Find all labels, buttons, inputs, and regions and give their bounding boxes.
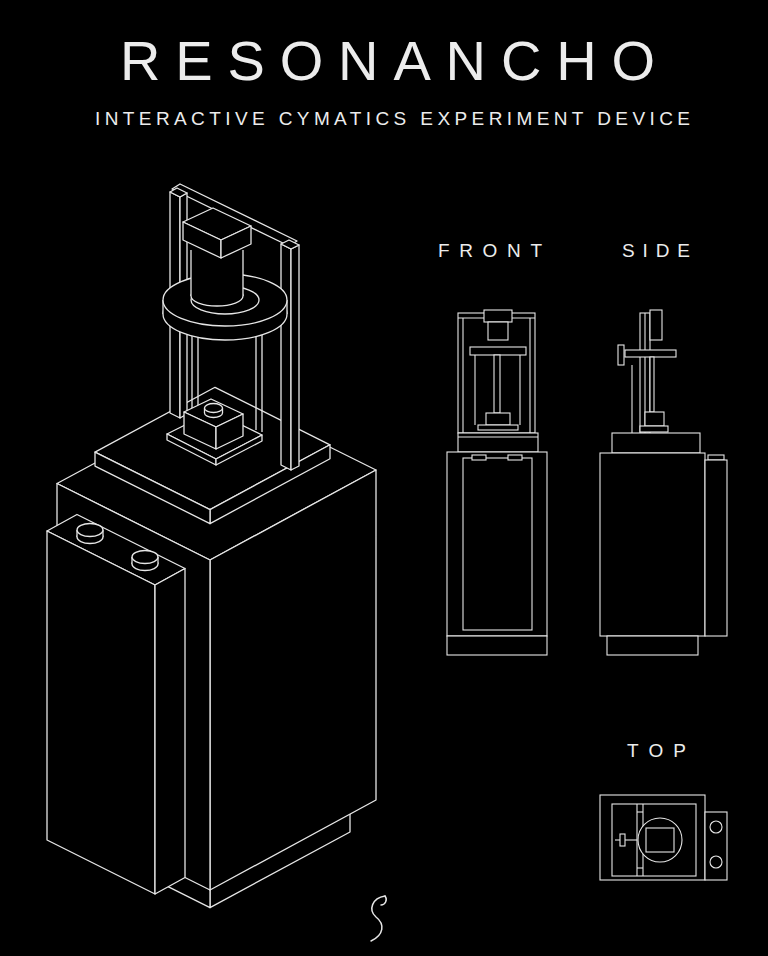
front-view-part: [478, 425, 518, 430]
device-isometric-part: [191, 250, 243, 296]
device-isometric-part: [242, 250, 243, 296]
device-isometric-part: [190, 250, 191, 296]
front-view-part: [529, 318, 530, 433]
top-view-part: [620, 834, 625, 846]
side-view-part: [618, 345, 624, 365]
side-view-part: [600, 453, 705, 636]
view-label: FRONT: [438, 241, 552, 260]
view-label: TOP: [627, 741, 696, 760]
side-view-part: [650, 357, 654, 412]
top-view-part: [646, 828, 674, 852]
title-text-holder: RESONANCHO: [120, 33, 670, 89]
front-view-part: [458, 433, 538, 452]
side-view: [600, 310, 727, 655]
device-isometric-part: [132, 551, 158, 564]
device-isometric-part: [170, 188, 187, 197]
device-isometric-part: [77, 524, 103, 537]
front-view-part: [470, 347, 526, 355]
subtitle-text-holder: INTERACTIVE CYMATICS EXPERIMENT DEVICE: [95, 109, 694, 129]
view-label-holder: SIDE: [622, 241, 698, 261]
front-view-part: [472, 455, 486, 460]
front-view-part: [474, 355, 475, 425]
front-view-part: [463, 458, 532, 630]
device-isometric-part: [281, 240, 299, 249]
top-view-part: [637, 811, 643, 812]
side-view-part: [625, 350, 676, 357]
front-view-part: [484, 310, 512, 322]
title-text: RESONANCHO: [120, 33, 670, 89]
subtitle-text: INTERACTIVE CYMATICS EXPERIMENT DEVICE: [95, 109, 694, 128]
front-view-part: [447, 636, 547, 655]
front-view-part: [486, 413, 510, 425]
top-view-part: [637, 867, 643, 868]
side-view-part: [607, 636, 698, 655]
side-view-part: [645, 412, 664, 426]
front-view-part: [462, 318, 463, 433]
top-view: [600, 795, 727, 880]
front-view-part: [458, 313, 535, 433]
device-isometric-part: [47, 531, 155, 894]
device-isometric-part: [95, 452, 210, 523]
device-isometric-part: [205, 404, 223, 413]
device-isometric-part: [281, 244, 291, 470]
side-view-part: [650, 310, 662, 340]
top-view-part: [705, 812, 727, 880]
device-isometric-part: [183, 222, 221, 258]
logo-mark-part: [371, 896, 385, 941]
device-isometric-part: [155, 569, 185, 895]
view-label-holder: FRONT: [438, 241, 552, 261]
top-view-part: [600, 795, 705, 880]
logo-mark: [371, 896, 386, 941]
side-view-part: [708, 455, 724, 460]
front-view-part: [508, 455, 522, 460]
logo-mark-part: [381, 896, 386, 905]
view-label: SIDE: [622, 241, 698, 260]
top-view-part: [710, 856, 722, 868]
top-view-part: [615, 839, 637, 840]
side-view-part: [631, 365, 632, 433]
device-isometric-part: [216, 414, 243, 449]
device-isometric-part: [291, 245, 299, 470]
front-view-part: [447, 452, 547, 636]
front-view-part: [494, 355, 500, 413]
top-view-part: [612, 804, 696, 876]
top-view-part: [638, 818, 682, 862]
top-view-part: [710, 821, 722, 833]
device-isometric-part: [210, 470, 376, 890]
side-view-part: [705, 460, 727, 636]
side-view-part: [640, 426, 668, 432]
front-view-part: [458, 436, 538, 437]
side-view-part: [612, 433, 700, 453]
front-view-part: [519, 355, 520, 425]
view-label-holder: TOP: [627, 741, 696, 761]
front-view-part: [488, 322, 508, 340]
front-view: [447, 310, 547, 655]
device-isometric-part: [221, 226, 251, 258]
device-isometric: [47, 184, 376, 908]
